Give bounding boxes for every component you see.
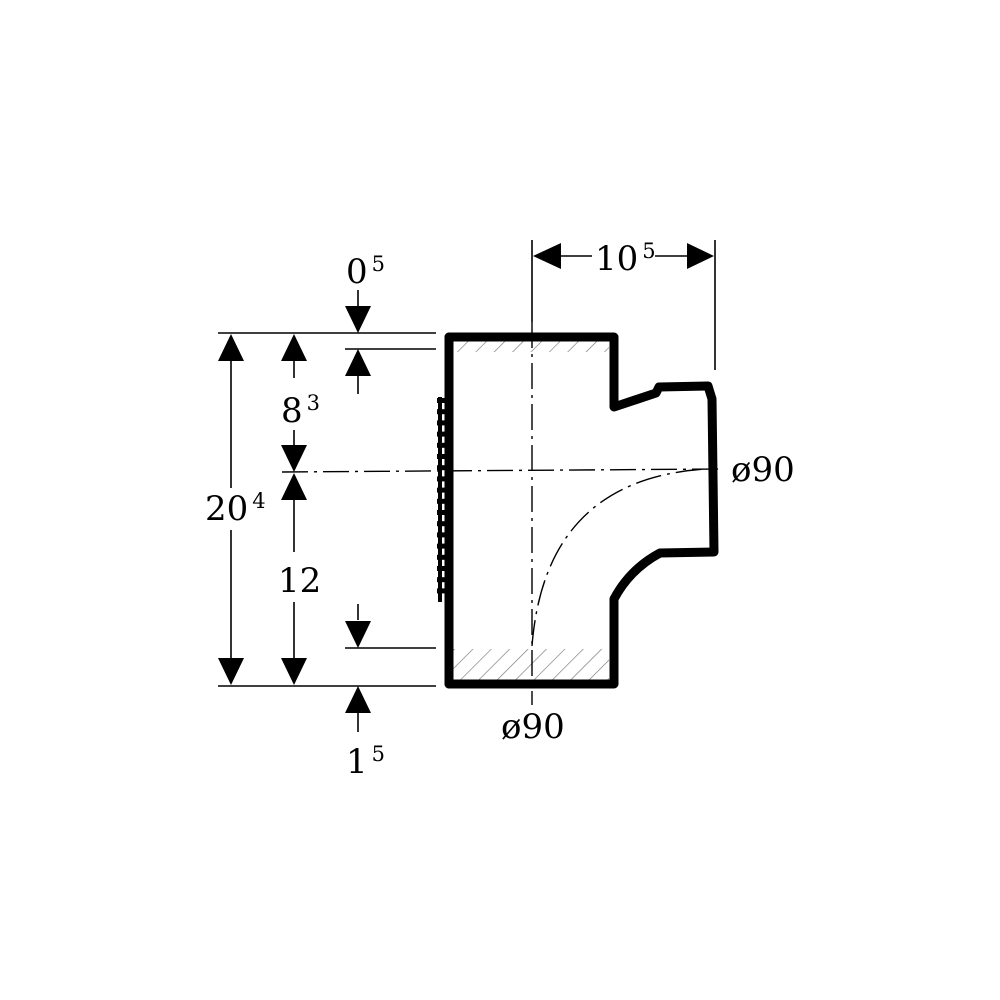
arrow-up-icon — [345, 686, 371, 713]
flange-rib — [437, 409, 449, 415]
arrow-up-icon — [281, 473, 307, 500]
arrow-down-icon — [281, 658, 307, 685]
flange-rib — [437, 442, 449, 448]
flange-rib — [437, 454, 449, 459]
flange-rib — [437, 566, 449, 571]
flange-rib — [437, 398, 449, 403]
arrowheads — [218, 243, 714, 713]
flange-rib — [437, 554, 449, 560]
horizontal-centerline — [281, 468, 723, 473]
arrow-up-icon — [345, 349, 371, 376]
dim-side-diameter: ø90 — [731, 450, 795, 490]
arrow-down-icon — [218, 658, 244, 685]
fitting-body — [444, 332, 719, 689]
flange-rib — [437, 498, 449, 504]
dim-bottom-diameter: ø90 — [501, 707, 565, 747]
arrow-down-icon — [281, 445, 307, 472]
flange-ribs — [437, 397, 449, 602]
arrow-left-icon — [533, 243, 561, 269]
flange-rib — [437, 543, 449, 549]
arrow-up-icon — [281, 334, 307, 361]
flange-rib — [437, 532, 449, 538]
flange-rib — [437, 577, 449, 583]
dimension-lines — [230, 255, 688, 732]
arrow-down-icon — [345, 306, 371, 333]
flange-rib — [437, 521, 449, 527]
flange-rib — [437, 420, 449, 426]
bend-centerline — [531, 468, 706, 647]
flange-rib — [437, 476, 449, 482]
arrow-right-icon — [687, 243, 714, 269]
extension-lines — [218, 240, 716, 687]
arrow-up-icon — [218, 334, 244, 361]
bottom-hatch — [453, 649, 609, 684]
flange-rib — [437, 431, 449, 437]
arrow-down-icon — [345, 621, 371, 648]
flange-rib — [437, 487, 449, 493]
flange-rib — [437, 465, 449, 471]
flange-rib — [437, 588, 449, 594]
flange-rib — [437, 510, 449, 515]
dim-lower-height: 12 — [278, 561, 321, 601]
